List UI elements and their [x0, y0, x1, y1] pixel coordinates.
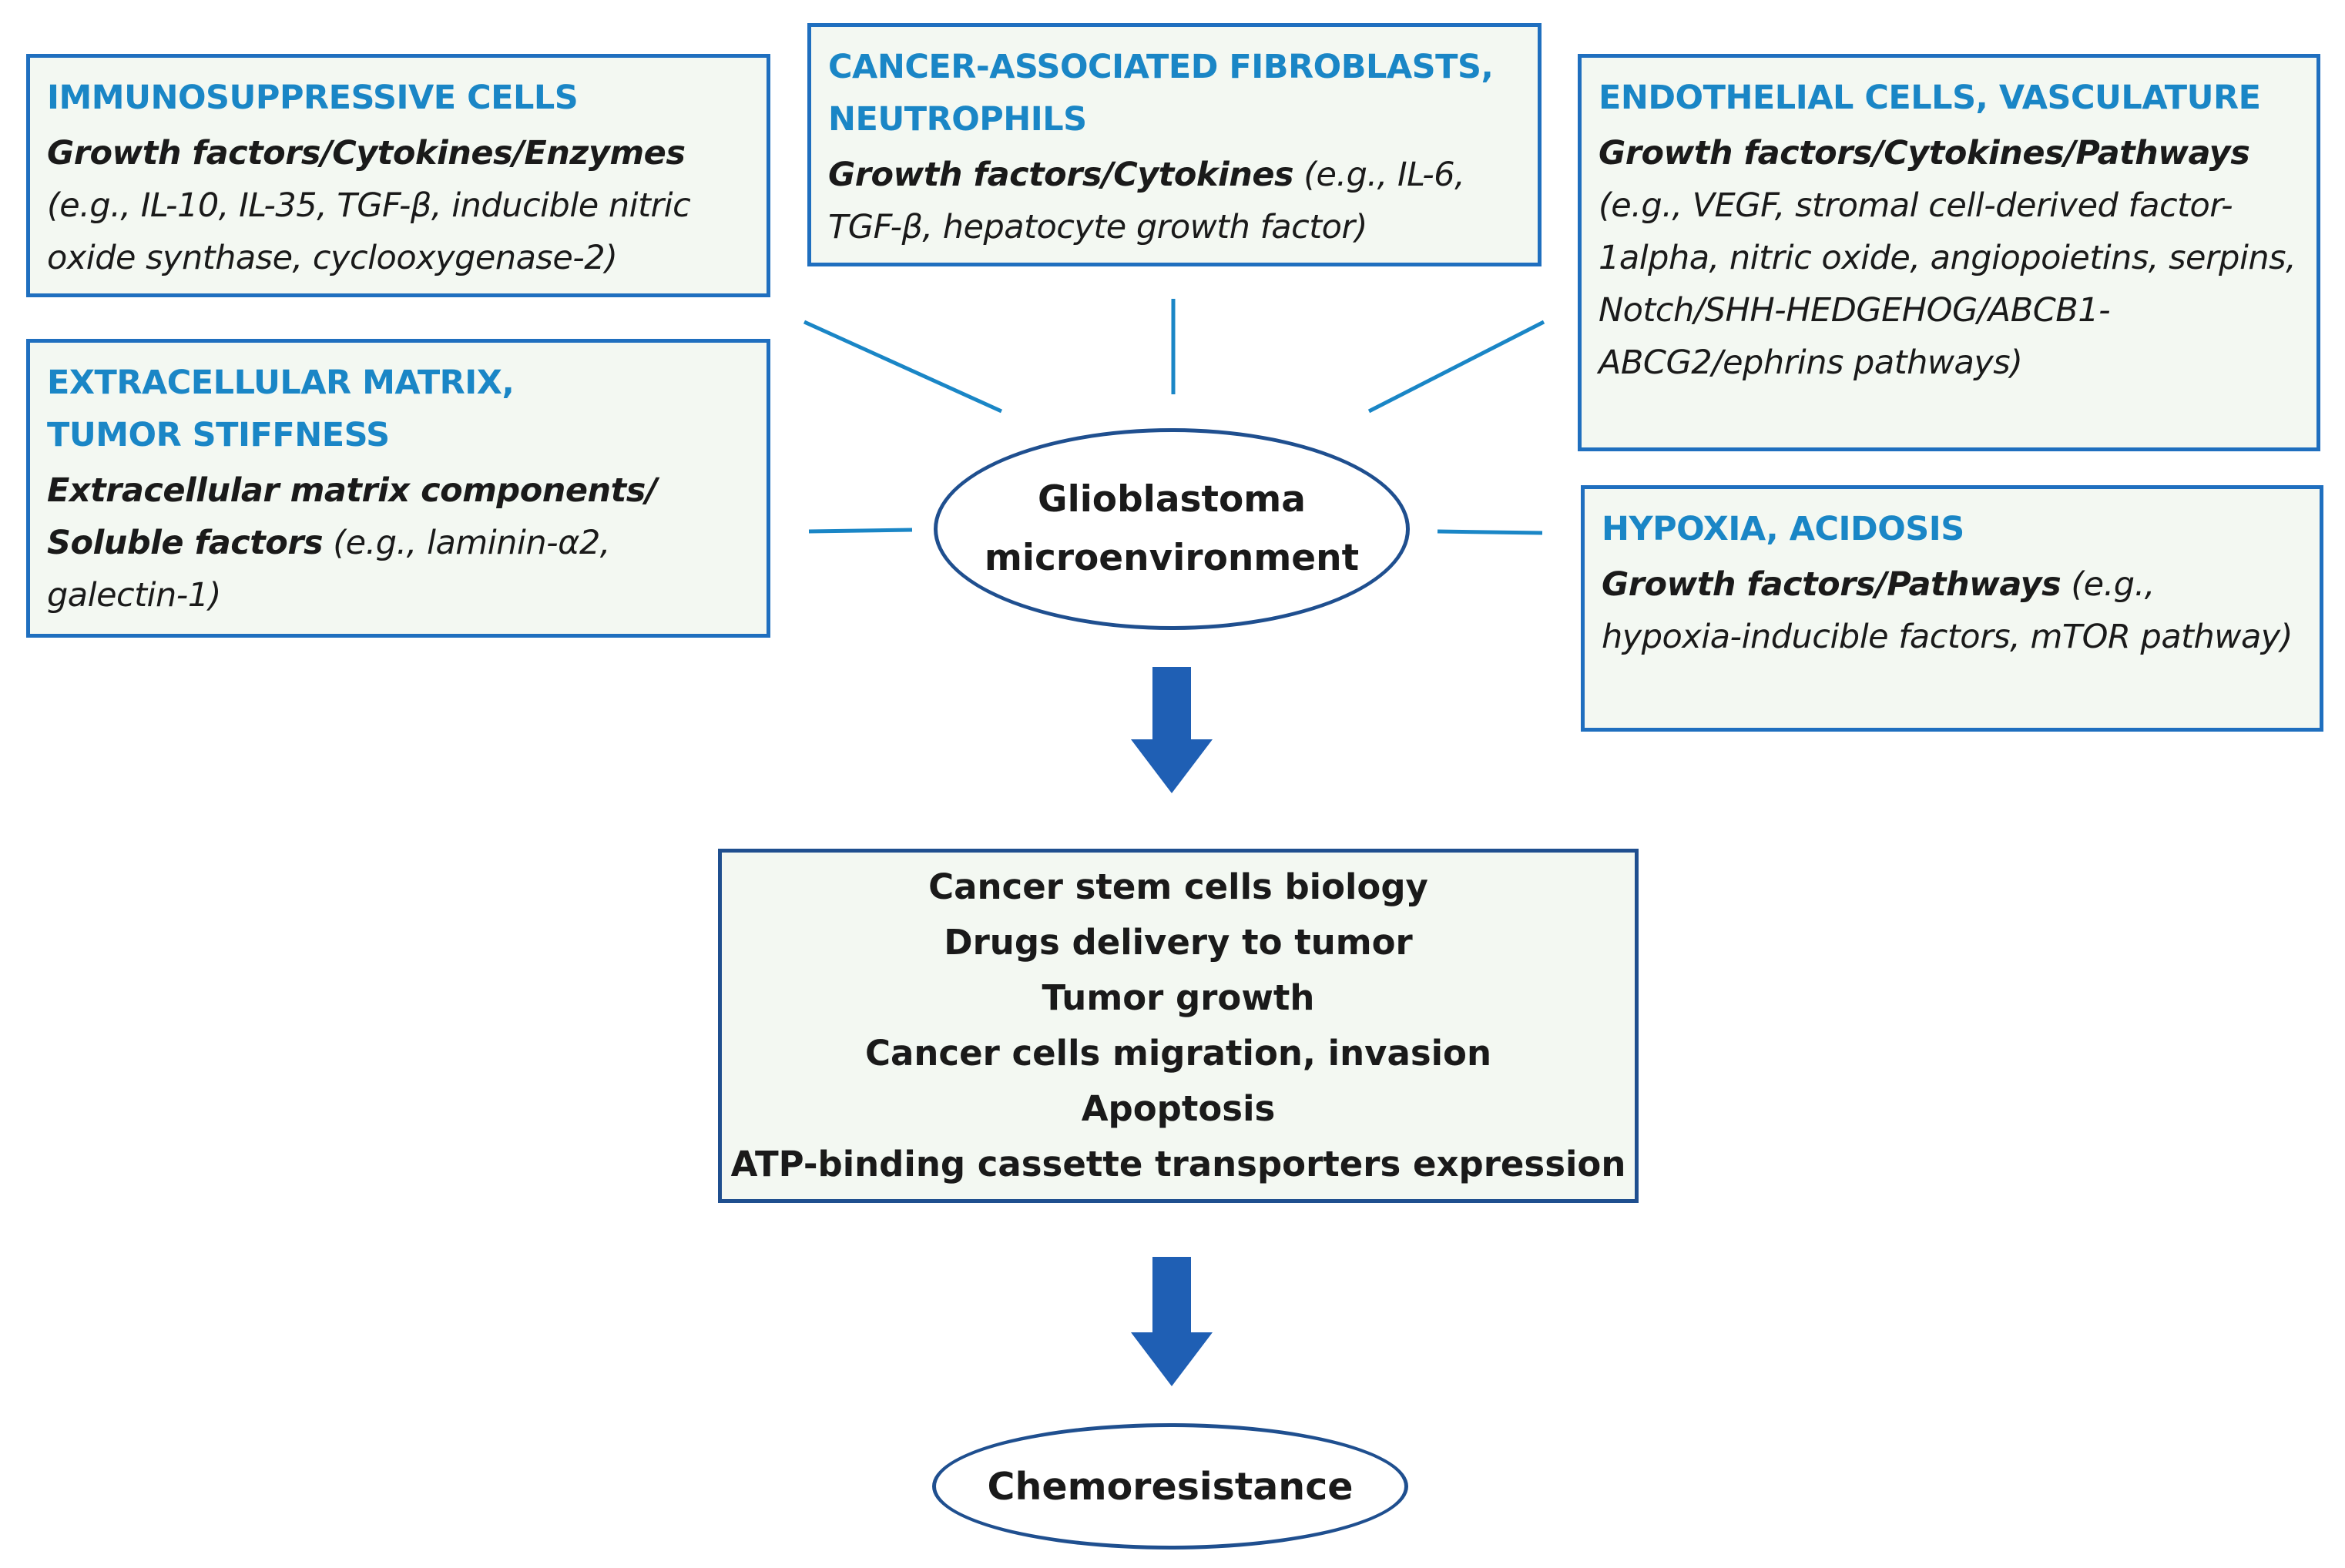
fibroblasts-body: Growth factors/Cytokines (e.g., IL-6, TG…: [828, 149, 1521, 253]
connector-ecm: [808, 528, 913, 534]
hypoxia-body: Growth factors/Pathways (e.g., hypoxia-i…: [1602, 558, 2303, 663]
fibroblasts-text: (e.g., IL-6, TGF-β, hepatocyte growth fa…: [828, 156, 1465, 246]
immunosuppressive-text: (e.g., IL-10, IL-35, TGF-β, inducible ni…: [47, 186, 691, 277]
outcome-item: Apoptosis: [1081, 1088, 1276, 1129]
fibroblasts-neutrophils-box: CANCER-ASSOCIATED FIBROBLASTS, NEUTROPHI…: [807, 23, 1542, 266]
fibroblasts-heading: CANCER-ASSOCIATED FIBROBLASTS, NEUTROPHI…: [828, 41, 1521, 146]
outcomes-box: Cancer stem cells biology Drugs delivery…: [718, 849, 1639, 1203]
endothelial-vasculature-box: ENDOTHELIAL CELLS, VASCULATURE Growth fa…: [1578, 54, 2320, 451]
connector-immunosuppressive: [803, 320, 1003, 414]
immunosuppressive-body: Growth factors/Cytokines/Enzymes (e.g., …: [47, 127, 750, 284]
hypoxia-heading: HYPOXIA, ACIDOSIS: [1602, 510, 1964, 548]
ecm-heading-line1: EXTRACELLULAR MATRIX,: [47, 364, 515, 402]
glioblastoma-microenvironment-node: Glioblastoma microenvironment: [934, 428, 1410, 630]
hypoxia-acidosis-box: HYPOXIA, ACIDOSIS Growth factors/Pathway…: [1581, 485, 2323, 732]
chemoresistance-node: Chemoresistance: [932, 1423, 1408, 1550]
outcome-item: ATP-binding cassette transporters expres…: [730, 1144, 1626, 1184]
final-label: Chemoresistance: [987, 1464, 1354, 1509]
connector-endothelial: [1367, 320, 1545, 414]
fibroblasts-lead: Growth factors/Cytokines: [828, 156, 1294, 194]
ecm-text: (e.g., laminin-α2, galectin-1): [47, 524, 610, 615]
outcome-item: Cancer stem cells biology: [928, 866, 1428, 907]
fibroblasts-heading-line2: NEUTROPHILS: [828, 100, 1087, 139]
fibroblasts-heading-line1: CANCER-ASSOCIATED FIBROBLASTS,: [828, 48, 1494, 86]
ecm-lead: Extracellular matrix components/ Soluble…: [47, 471, 658, 562]
arrow-down-2: [1131, 1257, 1213, 1386]
ecm-heading: EXTRACELLULAR MATRIX, TUMOR STIFFNESS: [47, 357, 750, 461]
immunosuppressive-cells-box: IMMUNOSUPPRESSIVE CELLS Growth factors/C…: [26, 54, 770, 297]
arrow-down-1: [1131, 667, 1213, 793]
outcome-item: Tumor growth: [1042, 977, 1315, 1018]
endothelial-heading: ENDOTHELIAL CELLS, VASCULATURE: [1599, 79, 2261, 117]
endothelial-lead: Growth factors/Cytokines/Pathways: [1599, 134, 2250, 173]
center-line2: microenvironment: [984, 537, 1360, 579]
connector-hypoxia: [1437, 529, 1543, 535]
hypoxia-text: (e.g., hypoxia-inducible factors, mTOR p…: [1602, 565, 2293, 656]
immunosuppressive-lead: Growth factors/Cytokines/Enzymes: [47, 134, 686, 173]
outcome-item: Drugs delivery to tumor: [944, 922, 1413, 963]
endothelial-text: (e.g., VEGF, stromal cell-derived factor…: [1599, 186, 2296, 382]
extracellular-matrix-box: EXTRACELLULAR MATRIX, TUMOR STIFFNESS Ex…: [26, 339, 770, 638]
center-line1: Glioblastoma: [1038, 478, 1306, 521]
outcome-item: Cancer cells migration, invasion: [864, 1033, 1492, 1074]
hypoxia-lead: Growth factors/Pathways: [1602, 565, 2062, 604]
endothelial-body: Growth factors/Cytokines/Pathways (e.g.,…: [1599, 127, 2300, 389]
ecm-body: Extracellular matrix components/ Soluble…: [47, 464, 750, 622]
ecm-heading-line2: TUMOR STIFFNESS: [47, 416, 390, 454]
immunosuppressive-heading: IMMUNOSUPPRESSIVE CELLS: [47, 79, 579, 117]
